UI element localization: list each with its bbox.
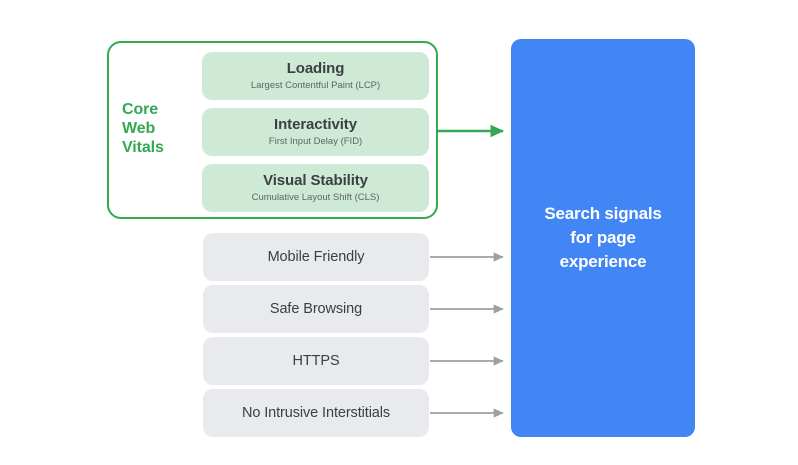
vital-title: Visual Stability [263,172,368,189]
vital-pill-visual-stability[interactable]: Visual Stability Cumulative Layout Shift… [202,164,429,212]
search-signals-label: Search signals for page experience [544,204,662,271]
vital-title: Loading [286,60,345,77]
signal-pill-mobile-friendly[interactable]: Mobile Friendly [203,233,429,281]
core-web-vitals-label-line-1: Core [122,101,159,118]
signal-pill-safe-browsing[interactable]: Safe Browsing [203,285,429,333]
vital-subtitle: Largest Contentful Paint (LCP) [250,80,381,91]
vital-pill-loading[interactable]: Loading Largest Contentful Paint (LCP) [202,52,429,100]
vital-subtitle: Cumulative Layout Shift (CLS) [251,192,380,203]
signal-title: HTTPS [292,353,340,369]
core-web-vitals-label-line-3: Vitals [122,139,164,156]
signal-title: Mobile Friendly [267,249,365,265]
core-web-vitals-group-label: Core Web Vitals [122,100,192,157]
signal-title: Safe Browsing [269,301,363,317]
signal-title: No Intrusive Interstitials [241,405,391,421]
search-signals-box[interactable]: Search signals for page experience [511,39,695,437]
vital-pill-interactivity[interactable]: Interactivity First Input Delay (FID) [202,108,429,156]
vital-title: Interactivity [274,116,357,133]
signal-pill-https[interactable]: HTTPS [203,337,429,385]
signal-pill-no-intrusive-interstitials[interactable]: No Intrusive Interstitials [203,389,429,437]
vital-subtitle: First Input Delay (FID) [268,136,363,147]
core-web-vitals-label-line-2: Web [122,120,156,137]
